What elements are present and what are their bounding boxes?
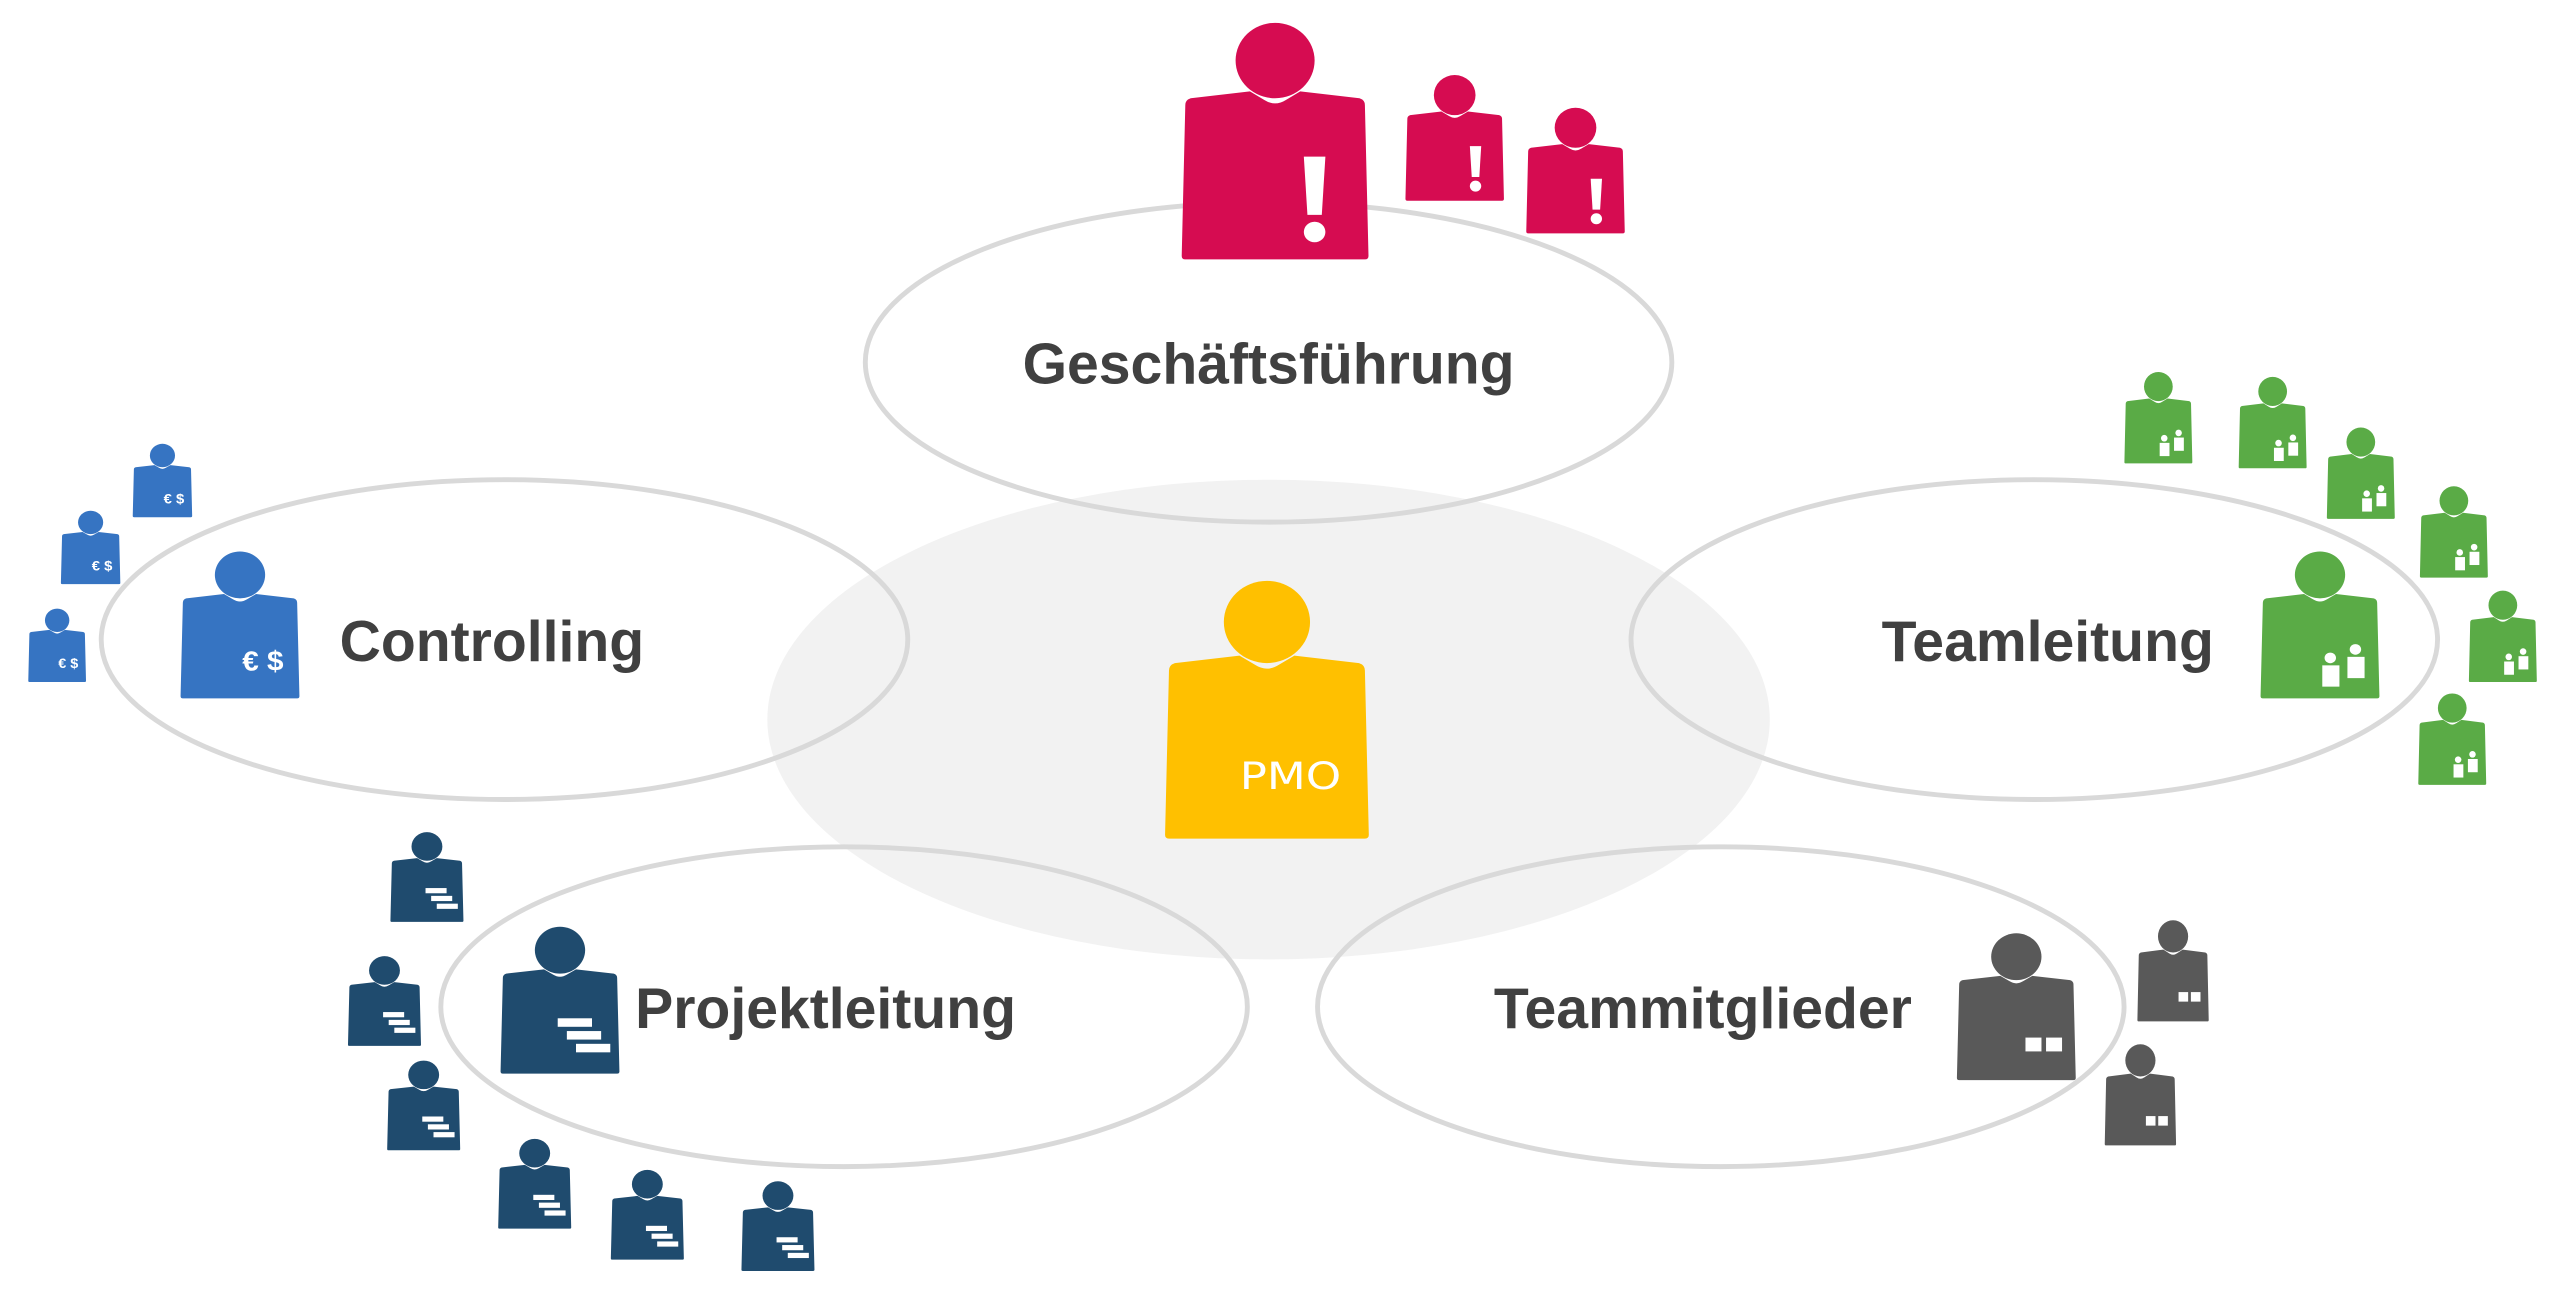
- person-projektleitung-small-icon: [390, 832, 464, 922]
- ellipse-teamleitung: [1628, 477, 2440, 802]
- person-controlling-small-icon: € $: [60, 510, 121, 585]
- ellipse-teammitglieder: [1315, 844, 2127, 1170]
- person-geschaeftsfuehrung-small-icon: [1405, 75, 1504, 201]
- person-teammitglieder-small-icon: [2104, 1044, 2177, 1146]
- person-projektleitung-small-icon: [387, 1060, 461, 1151]
- person-controlling-small-icon: € $: [132, 443, 193, 518]
- label-controlling: Controlling: [340, 610, 645, 674]
- person-teamleitung-small-icon: [2124, 372, 2193, 464]
- ellipse-controlling: [98, 477, 911, 802]
- person-teamleitung-small-icon: [2419, 486, 2488, 578]
- svg-text:€ $: € $: [92, 559, 113, 574]
- person-teammitglieder-main-icon: [1956, 933, 2076, 1081]
- label-teamleitung: Teamleitung: [1882, 610, 2214, 674]
- ellipse-projektleitung: [438, 844, 1250, 1170]
- svg-text:€ $: € $: [242, 647, 283, 678]
- person-teamleitung-small-icon: [2238, 376, 2307, 469]
- person-projektleitung-small-icon: [741, 1181, 815, 1272]
- person-teamleitung-small-icon: [2468, 590, 2537, 683]
- person-teammitglieder-small-icon: [2137, 920, 2209, 1022]
- pmo-label: PMO: [1240, 755, 1341, 798]
- person-controlling-main-icon: € $: [180, 551, 300, 699]
- person-pmo-icon: PMO: [1165, 580, 1369, 839]
- svg-text:€ $: € $: [164, 492, 185, 507]
- person-geschaeftsfuehrung-small-icon: [1526, 107, 1625, 234]
- person-projektleitung-main-icon: [500, 926, 620, 1074]
- svg-text:€ $: € $: [58, 655, 78, 671]
- person-projektleitung-small-icon: [610, 1169, 684, 1260]
- label-geschaeftsfuehrung: Geschäftsführung: [1023, 332, 1515, 396]
- person-projektleitung-small-icon: [347, 956, 421, 1046]
- label-teammitglieder: Teammitglieder: [1494, 977, 1912, 1041]
- person-teamleitung-small-icon: [2418, 693, 2487, 785]
- person-projektleitung-small-icon: [498, 1138, 572, 1229]
- person-teamleitung-small-icon: [2326, 427, 2395, 519]
- person-controlling-small-icon: € $: [28, 608, 87, 683]
- person-teamleitung-main-icon: [2260, 551, 2380, 699]
- label-projektleitung: Projektleitung: [635, 977, 1016, 1041]
- person-geschaeftsfuehrung-main-icon: [1181, 22, 1369, 260]
